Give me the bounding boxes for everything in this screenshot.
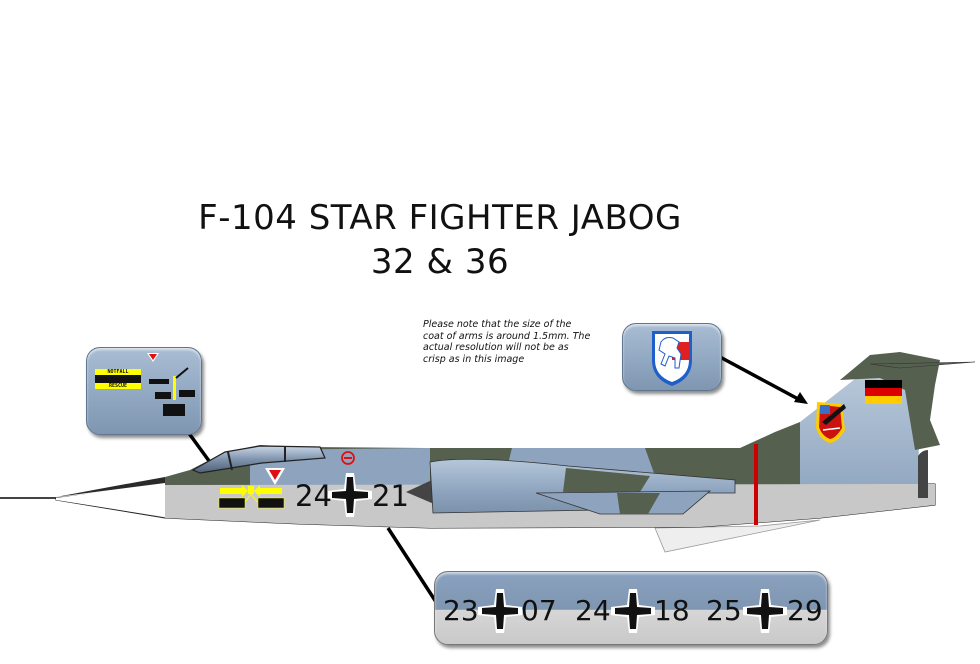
coat-of-arms-callout bbox=[622, 323, 722, 391]
serial-3-right: 29 bbox=[787, 594, 823, 627]
serial-3-left: 25 bbox=[706, 594, 742, 627]
balkenkreuz-icon bbox=[743, 589, 787, 633]
serial-2-right: 18 bbox=[654, 594, 690, 627]
balkenkreuz-icon bbox=[611, 589, 655, 633]
title-line-1: F-104 STAR FIGHTER JABOG bbox=[198, 198, 682, 238]
serial-numbers-callout: 23 07 24 18 25 29 bbox=[434, 571, 828, 645]
german-flag-icon bbox=[865, 380, 902, 404]
balkenkreuz-icon bbox=[328, 473, 372, 517]
callout-rescue-label: RESCUE bbox=[108, 383, 128, 389]
serial-2-left: 24 bbox=[575, 594, 611, 627]
size-note: Please note that the size of the coat of… bbox=[423, 319, 591, 365]
balkenkreuz-icon bbox=[478, 589, 522, 633]
callout-notfall-label: NOTFALL bbox=[107, 369, 129, 375]
serial-1-right: 07 bbox=[521, 594, 557, 627]
side-code-left: 24 bbox=[295, 479, 332, 513]
page-title: F-104 STAR FIGHTER JABOG 32 & 36 bbox=[0, 196, 880, 284]
title-line-2: 32 & 36 bbox=[370, 242, 510, 282]
leader-lines bbox=[186, 355, 801, 606]
squadron-badge-icon bbox=[816, 402, 846, 443]
westphalian-horse-shield-icon bbox=[652, 331, 692, 386]
rescue-detail-callout: NOTFALL RESCUE bbox=[86, 347, 202, 435]
serial-1-left: 23 bbox=[443, 594, 479, 627]
rescue-arrows-icon bbox=[218, 485, 285, 509]
warning-triangle-icon bbox=[265, 468, 285, 485]
no-step-roundel-icon bbox=[341, 451, 355, 465]
side-code-right: 21 bbox=[372, 479, 409, 513]
